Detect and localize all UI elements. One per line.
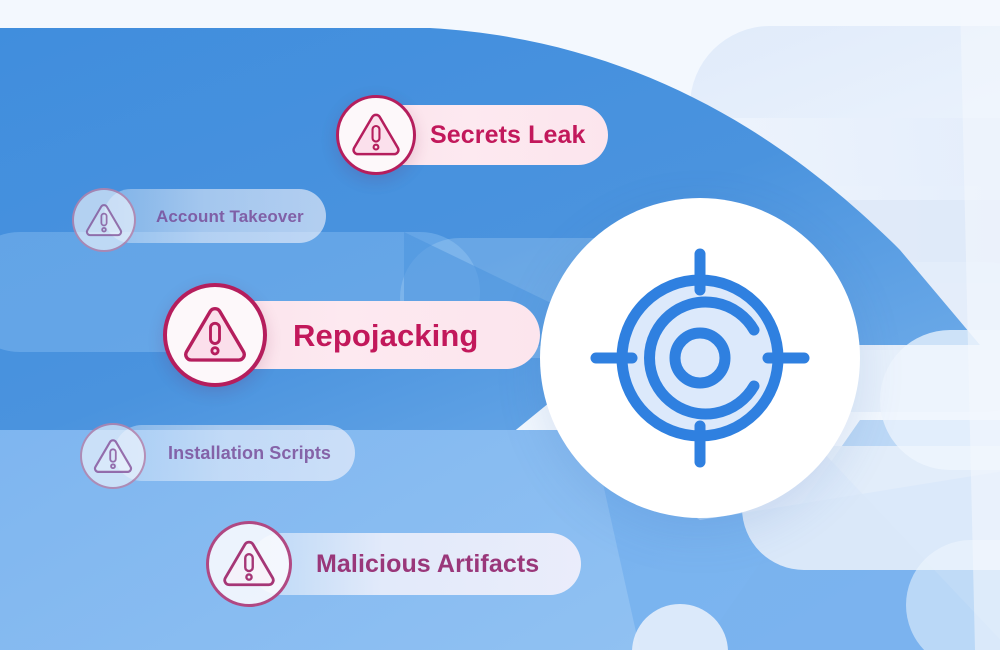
warning-triangle-icon	[93, 438, 133, 473]
threat-label: Account Takeover	[156, 206, 304, 226]
threat-label: Installation Scripts	[168, 443, 332, 463]
warning-triangle-icon	[223, 540, 275, 587]
threat-disc	[336, 95, 416, 175]
threat-badge-secrets-leak[interactable]: Secrets Leak	[336, 95, 608, 175]
threat-pill: Account Takeover	[104, 189, 326, 243]
threat-badge-account-takeover[interactable]: Account Takeover	[72, 184, 326, 256]
target-medallion	[540, 198, 860, 518]
warning-triangle-icon	[352, 113, 400, 156]
threat-pill: Malicious Artifacts	[250, 533, 581, 595]
threat-label: Malicious Artifacts	[316, 549, 540, 578]
threat-disc	[80, 423, 146, 489]
threat-disc	[206, 521, 292, 607]
threat-pill: Repojacking	[215, 301, 540, 369]
warning-triangle-icon	[184, 307, 246, 362]
warning-triangle-icon	[85, 203, 123, 236]
threat-disc	[163, 283, 267, 387]
threat-disc	[72, 188, 136, 252]
threat-label: Repojacking	[293, 317, 479, 353]
threat-pill: Installation Scripts	[114, 425, 355, 481]
threat-label: Secrets Leak	[430, 120, 586, 149]
target-crosshair-icon	[590, 248, 810, 468]
threat-badge-malicious-artifacts[interactable]: Malicious Artifacts	[206, 521, 581, 607]
threat-badge-repojacking[interactable]: Repojacking	[163, 283, 540, 387]
threat-badge-installation-scripts[interactable]: Installation Scripts	[80, 420, 355, 492]
